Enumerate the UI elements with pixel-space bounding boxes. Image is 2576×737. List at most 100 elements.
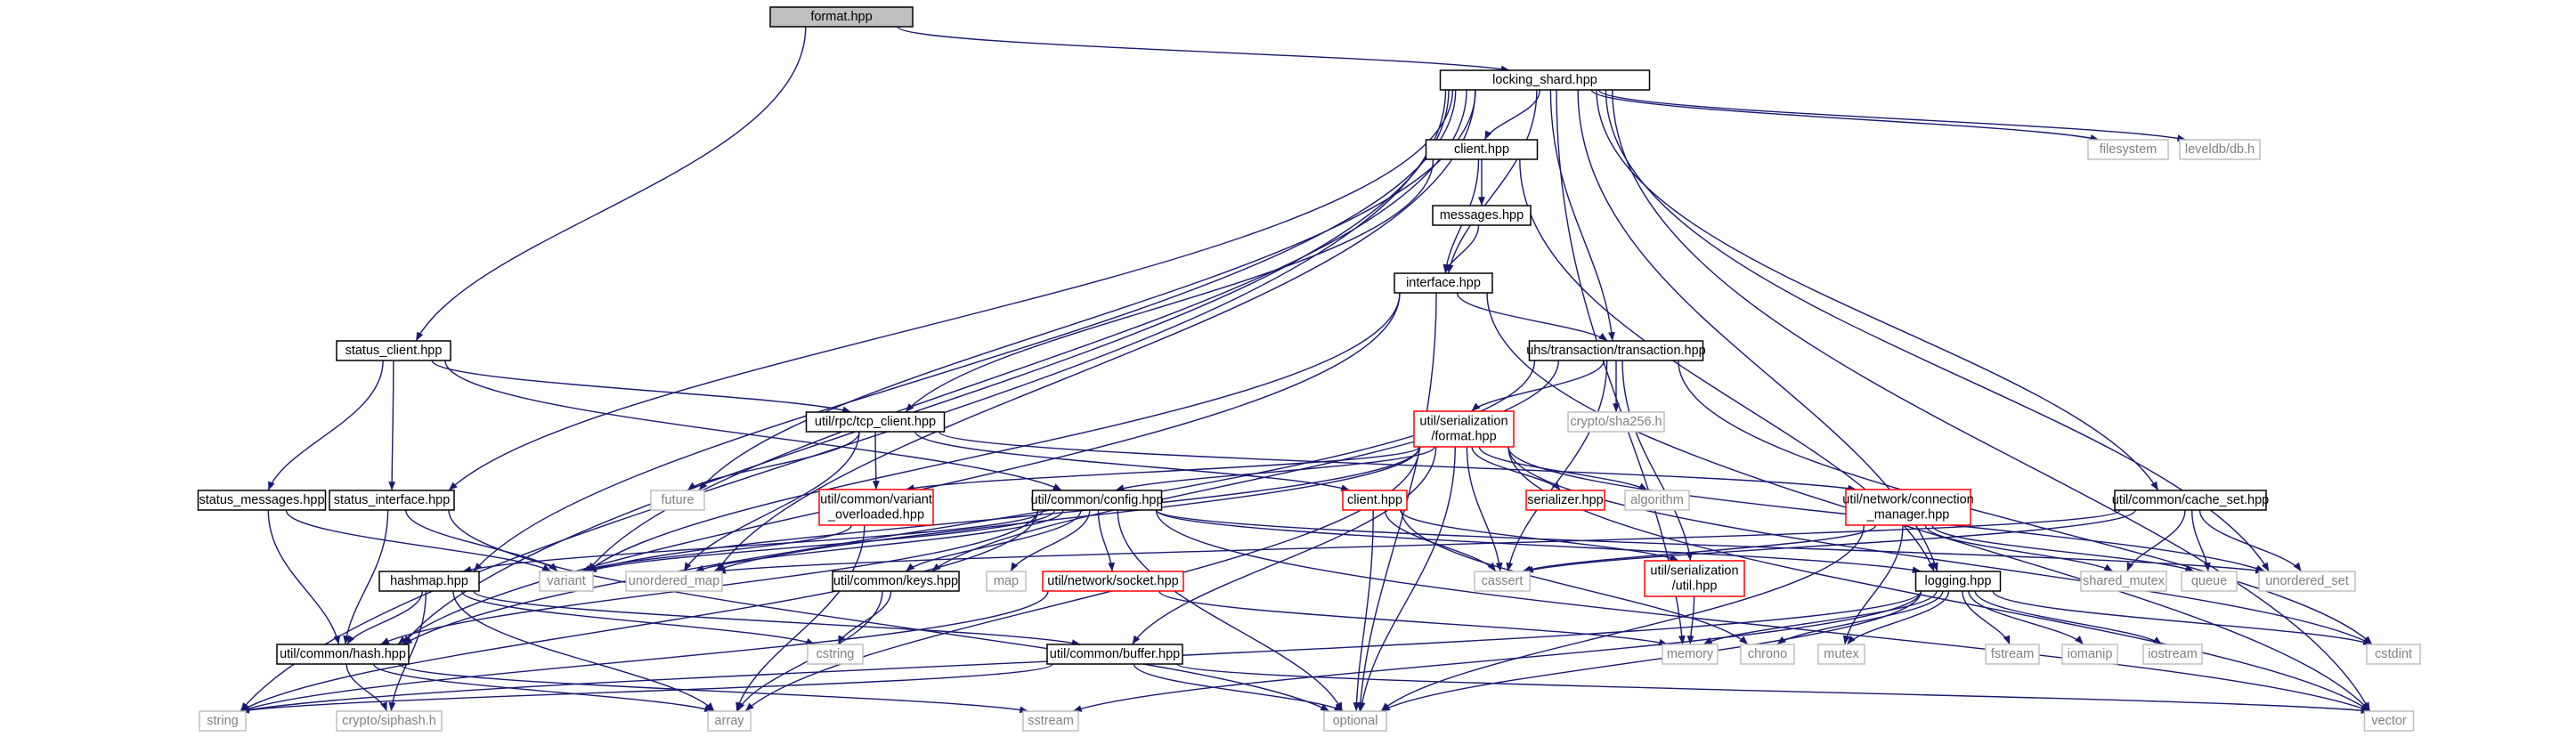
edge-cache-set-to-queue <box>2190 509 2211 572</box>
node-label: status_interface.hpp <box>334 493 451 507</box>
node-box <box>2114 490 2267 511</box>
edge-interface-hpp-to-optional <box>1356 292 1437 712</box>
edge-status-client-to-tcp-client <box>431 360 852 414</box>
node-label: future <box>661 493 694 507</box>
edge-connection-manager-to-cassert <box>1522 524 1877 572</box>
node-sstream: sstream <box>1022 710 1079 732</box>
node-messages-hpp[interactable]: messages.hpp <box>1432 205 1532 226</box>
node-box <box>539 571 594 592</box>
node-unordered-set: unordered_set <box>2258 571 2356 592</box>
edge-locking-shard-to-filesystem <box>1590 89 2100 142</box>
node-future: future <box>650 490 705 511</box>
node-box <box>2179 139 2261 160</box>
node-label: util/rpc/tcp_client.hpp <box>815 415 936 429</box>
node-config-hpp[interactable]: util/common/config.hpp <box>1030 490 1164 511</box>
node-serializer-hpp[interactable]: serializer.hpp <box>1525 490 1605 511</box>
node-box <box>832 571 960 592</box>
node-label: status_client.hpp <box>345 344 443 358</box>
node-locking-shard[interactable]: locking_shard.hpp <box>1439 69 1651 91</box>
edge-client-red-to-chrono <box>1401 509 1749 645</box>
node-interface-hpp[interactable]: interface.hpp <box>1394 272 1493 294</box>
node-label: memory <box>1667 647 1714 661</box>
node-logging-hpp[interactable]: logging.hpp <box>1914 571 2002 592</box>
node-memory: memory <box>1662 644 1719 665</box>
edge-hashmap-hpp-to-hash-hpp <box>346 590 423 645</box>
node-status-interface[interactable]: status_interface.hpp <box>329 490 455 511</box>
node-label: array <box>714 714 744 728</box>
edge-locking-shard-to-hash-hpp <box>402 89 1450 645</box>
node-buffer-hpp[interactable]: util/common/buffer.hpp <box>1046 644 1183 665</box>
node-shared-mutex: shared_mutex <box>2080 571 2167 592</box>
node-box <box>2087 139 2169 160</box>
node-hash-hpp[interactable]: util/common/hash.hpp <box>276 644 410 665</box>
node-label: util/common/variant <box>820 493 932 507</box>
node-box <box>1474 571 1531 592</box>
node-label: util/common/hash.hpp <box>280 647 406 661</box>
edge-format-root-to-status-client <box>415 26 807 342</box>
node-ser-format[interactable]: util/serialization/format.hpp <box>1413 410 1515 448</box>
node-mutex: mutex <box>1817 644 1865 665</box>
node-queue: queue <box>2181 571 2238 592</box>
node-client-hpp[interactable]: client.hpp <box>1425 139 1539 160</box>
edge-logging-hpp-to-cstdint <box>1992 590 2373 645</box>
node-label: vector <box>2371 714 2407 728</box>
node-ser-util[interactable]: util/serialization/util.hpp <box>1644 560 1745 597</box>
edge-uhs-transaction-to-keys-hpp <box>931 360 1559 572</box>
node-box <box>650 490 705 511</box>
edge-client-red-to-optional <box>1353 509 1374 712</box>
edge-ser-format-to-config-hpp <box>1115 446 1435 491</box>
node-label: cassert <box>1482 574 1524 588</box>
node-label: util/network/connection <box>1842 493 1974 507</box>
node-socket-hpp[interactable]: util/network/socket.hpp <box>1042 571 1184 592</box>
edge-status-messages-to-variant <box>285 509 552 572</box>
edge-ser-format-to-cassert <box>1466 446 1503 572</box>
edge-locking-shard-to-leveldb <box>1597 89 2187 142</box>
node-label: fstream <box>1991 647 2034 661</box>
node-status-messages[interactable]: status_messages.hpp <box>197 490 327 511</box>
edge-locking-shard-to-variant <box>587 89 1467 572</box>
node-box <box>1740 644 1795 665</box>
node-box <box>1439 69 1651 91</box>
node-box <box>1413 410 1515 448</box>
node-box <box>769 6 914 28</box>
node-crypto-sha256: crypto/sha256.h <box>1567 411 1665 433</box>
node-hashmap-hpp[interactable]: hashmap.hpp <box>378 571 480 592</box>
edge-hashmap-hpp-to-cstring <box>460 590 816 645</box>
node-iostream: iostream <box>2142 644 2203 665</box>
node-variant-overloaded[interactable]: util/common/variant_overloaded.hpp <box>818 489 934 526</box>
node-label: util/serialization <box>1650 564 1738 579</box>
node-label: iostream <box>2148 647 2198 661</box>
edge-config-hpp-to-vector <box>1155 509 2370 712</box>
node-client-red[interactable]: client.hpp <box>1342 490 1408 511</box>
node-box <box>707 710 752 732</box>
node-label: format.hpp <box>810 10 872 24</box>
node-label: crypto/siphash.h <box>342 714 436 728</box>
edge-connection-manager-to-optional <box>1380 524 1865 712</box>
node-status-client[interactable]: status_client.hpp <box>336 340 451 361</box>
node-format-root[interactable]: format.hpp <box>769 6 914 28</box>
node-uhs-transaction[interactable]: uhs/transaction/transaction.hpp <box>1526 340 1706 361</box>
node-iomanip: iomanip <box>2061 644 2118 665</box>
edge-status-interface-to-hash-hpp <box>343 509 389 645</box>
node-algorithm: algorithm <box>1624 490 1690 511</box>
node-box <box>336 340 451 361</box>
edge-locking-shard-to-uhs-transaction <box>1549 89 1615 342</box>
node-label: hashmap.hpp <box>390 574 468 588</box>
node-label: filesystem <box>2100 142 2157 157</box>
node-box <box>378 571 480 592</box>
node-box <box>2366 644 2421 665</box>
node-box <box>1432 205 1532 226</box>
node-filesystem: filesystem <box>2087 139 2169 160</box>
node-label: util/serialization <box>1419 415 1507 429</box>
edge-logging-hpp-to-iostream <box>1974 590 2163 645</box>
node-box <box>986 571 1027 592</box>
node-tcp-client[interactable]: util/rpc/tcp_client.hpp <box>805 411 946 433</box>
node-label: serializer.hpp <box>1527 493 1603 507</box>
edge-connection-manager-to-shared-mutex <box>1924 524 2114 572</box>
edge-ser-format-to-cstdint <box>1507 446 2373 645</box>
node-box <box>1914 571 2002 592</box>
node-keys-hpp[interactable]: util/common/keys.hpp <box>832 571 960 592</box>
node-cache-set[interactable]: util/common/cache_set.hpp <box>2112 490 2270 511</box>
node-connection-manager[interactable]: util/network/connection_manager.hpp <box>1842 489 1974 526</box>
node-box <box>1817 644 1865 665</box>
